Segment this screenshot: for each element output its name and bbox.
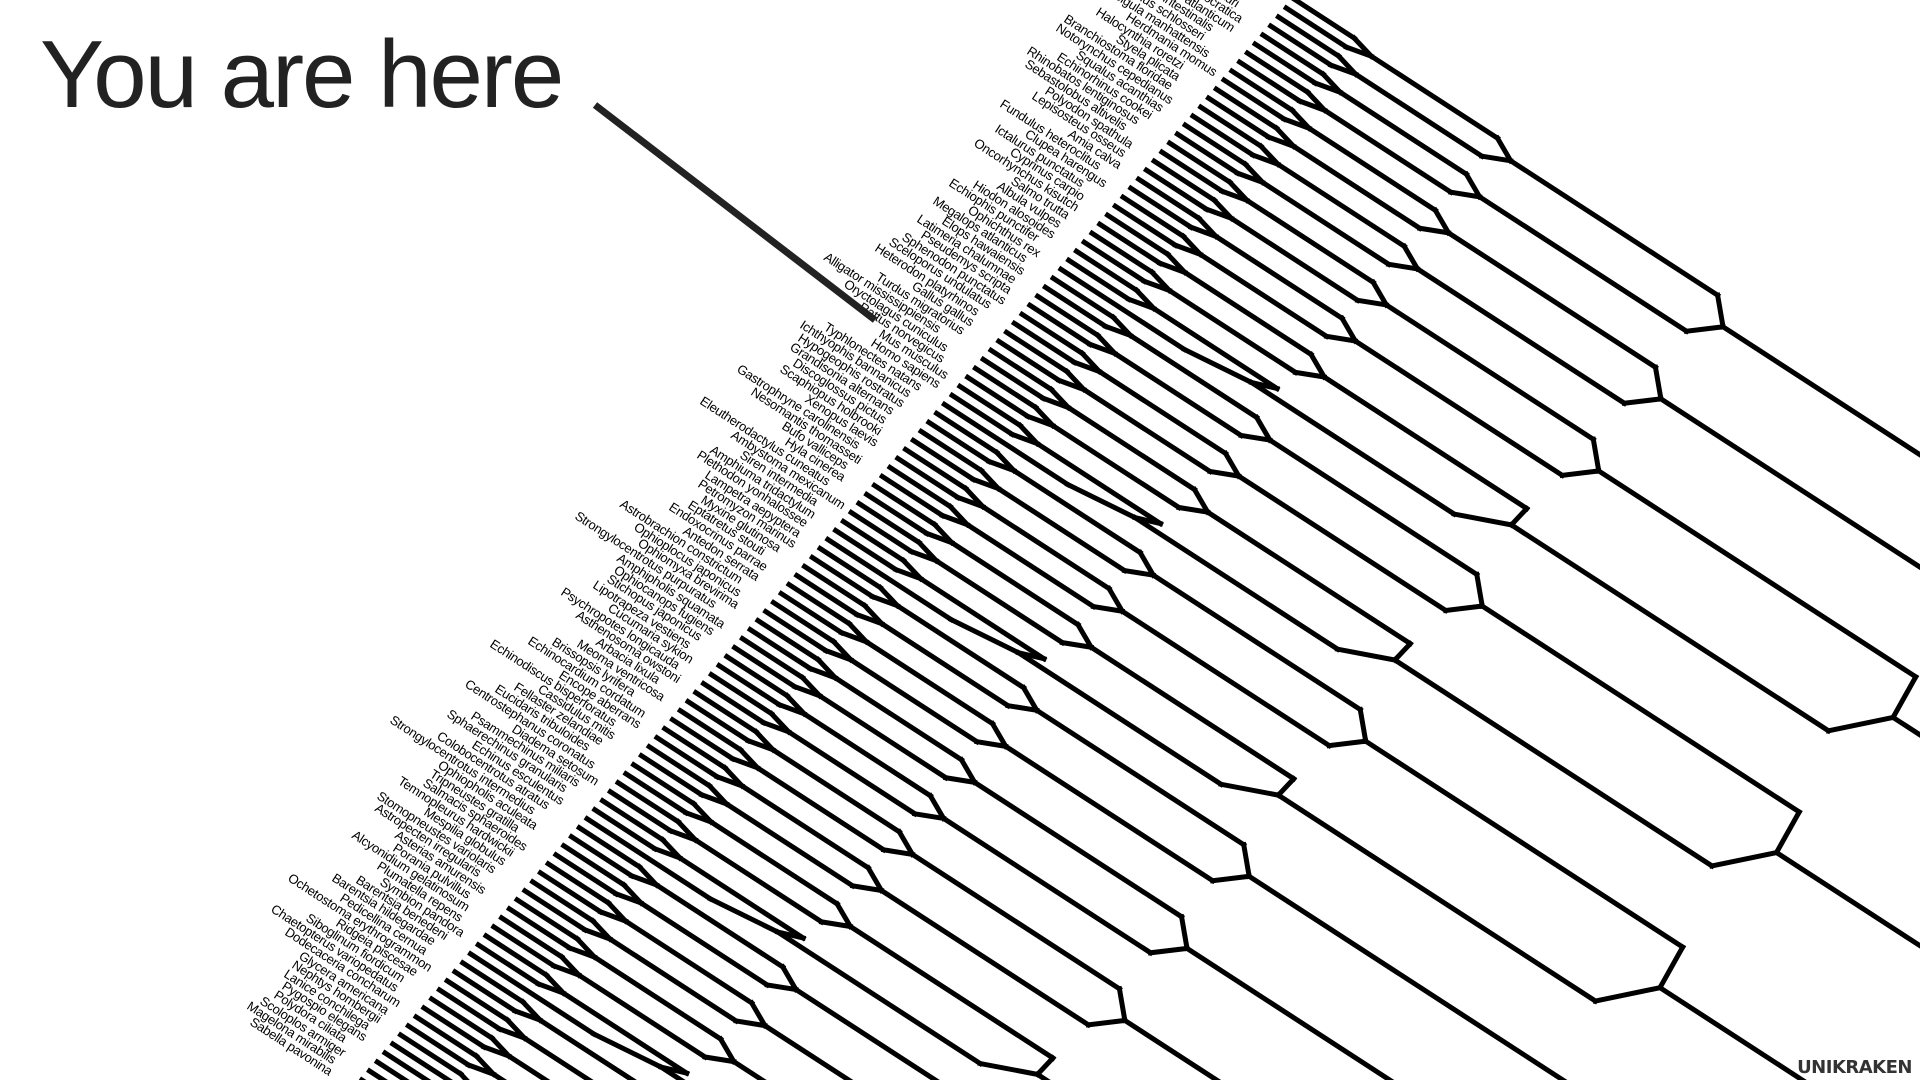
watermark-logo: UNIKRAKEN — [1797, 1057, 1912, 1078]
page-title: You are here — [40, 21, 564, 128]
